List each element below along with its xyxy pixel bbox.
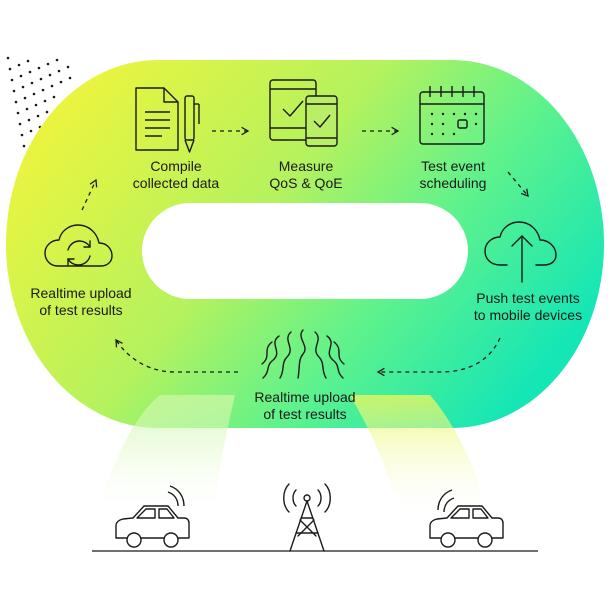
label-left-upload-line2: of test results bbox=[39, 302, 123, 318]
arrow-left-to-compile bbox=[81, 178, 98, 211]
pattern-dot bbox=[55, 58, 59, 62]
pattern-dot bbox=[37, 66, 41, 70]
pattern-dot bbox=[14, 100, 18, 104]
pattern-dot bbox=[8, 67, 12, 71]
pattern-dot bbox=[28, 70, 32, 74]
dot-pattern bbox=[6, 56, 72, 148]
pattern-dot bbox=[36, 114, 40, 118]
label-compile-line1: Compile bbox=[150, 158, 202, 174]
beam-right bbox=[350, 395, 490, 520]
tablet-phone-check-icon bbox=[269, 79, 338, 147]
cloud-sync-icon bbox=[44, 224, 113, 267]
label-schedule: Test event scheduling bbox=[393, 158, 513, 192]
pattern-dot bbox=[26, 59, 30, 63]
label-measure-line2: QoS & QoE bbox=[269, 175, 343, 191]
beam-left bbox=[95, 395, 235, 520]
pattern-dot bbox=[17, 63, 21, 67]
label-left-upload-line1: Realtime upload bbox=[30, 285, 132, 301]
cloud-upload-icon bbox=[484, 221, 557, 283]
label-bottom-upload: Realtime upload of test results bbox=[240, 389, 370, 423]
label-push: Push test events to mobile devices bbox=[458, 290, 598, 324]
label-measure-line1: Measure bbox=[278, 158, 334, 174]
calendar-icon bbox=[419, 86, 485, 145]
pattern-dot bbox=[45, 110, 49, 114]
pattern-dot bbox=[32, 92, 36, 96]
pattern-dot bbox=[41, 88, 45, 92]
pattern-dot bbox=[10, 78, 14, 82]
pattern-dot bbox=[43, 99, 47, 103]
signal-waves-icon bbox=[261, 329, 345, 379]
pattern-dot bbox=[19, 74, 23, 78]
pattern-dot bbox=[57, 69, 61, 73]
pattern-dot bbox=[68, 76, 72, 80]
pattern-dot bbox=[66, 65, 70, 69]
arrow-schedule-to-push bbox=[507, 171, 529, 197]
pattern-dot bbox=[39, 77, 43, 81]
label-schedule-line1: Test event bbox=[421, 158, 485, 174]
label-schedule-line2: scheduling bbox=[419, 175, 487, 191]
pattern-dot bbox=[29, 129, 33, 133]
pattern-dot bbox=[18, 122, 22, 126]
label-push-line2: to mobile devices bbox=[473, 307, 583, 323]
pattern-dot bbox=[6, 56, 10, 60]
label-bottom-upload-line2: of test results bbox=[263, 406, 347, 422]
label-compile-line2: collected data bbox=[132, 175, 220, 191]
label-left-upload: Realtime upload of test results bbox=[16, 285, 146, 319]
pattern-dot bbox=[52, 95, 56, 99]
flow-arrows bbox=[81, 126, 529, 377]
label-compile: Compile collected data bbox=[116, 158, 236, 192]
arrow-push-to-bottom bbox=[376, 337, 501, 377]
pattern-dot bbox=[12, 89, 16, 93]
pattern-dot bbox=[30, 81, 34, 85]
pattern-dot bbox=[23, 96, 27, 100]
pattern-dot bbox=[50, 84, 54, 88]
document-pen-icon bbox=[135, 87, 200, 153]
pattern-dot bbox=[16, 111, 20, 115]
pattern-dot bbox=[22, 144, 26, 148]
cell-tower-icon bbox=[283, 483, 331, 552]
car-icon bbox=[115, 485, 190, 548]
pattern-dot bbox=[20, 133, 24, 137]
pattern-dot bbox=[46, 62, 50, 66]
pattern-dot bbox=[27, 118, 31, 122]
pattern-dot bbox=[59, 80, 63, 84]
pattern-dot bbox=[34, 103, 38, 107]
label-measure: Measure QoS & QoE bbox=[246, 158, 366, 192]
label-bottom-upload-line1: Realtime upload bbox=[254, 389, 356, 405]
arc-over-tower bbox=[232, 452, 378, 520]
pattern-dot bbox=[25, 107, 29, 111]
pattern-dot bbox=[48, 73, 52, 77]
loop-band bbox=[6, 60, 604, 428]
label-push-line1: Push test events bbox=[476, 290, 580, 306]
car-icon bbox=[429, 489, 504, 548]
pattern-dot bbox=[21, 85, 25, 89]
